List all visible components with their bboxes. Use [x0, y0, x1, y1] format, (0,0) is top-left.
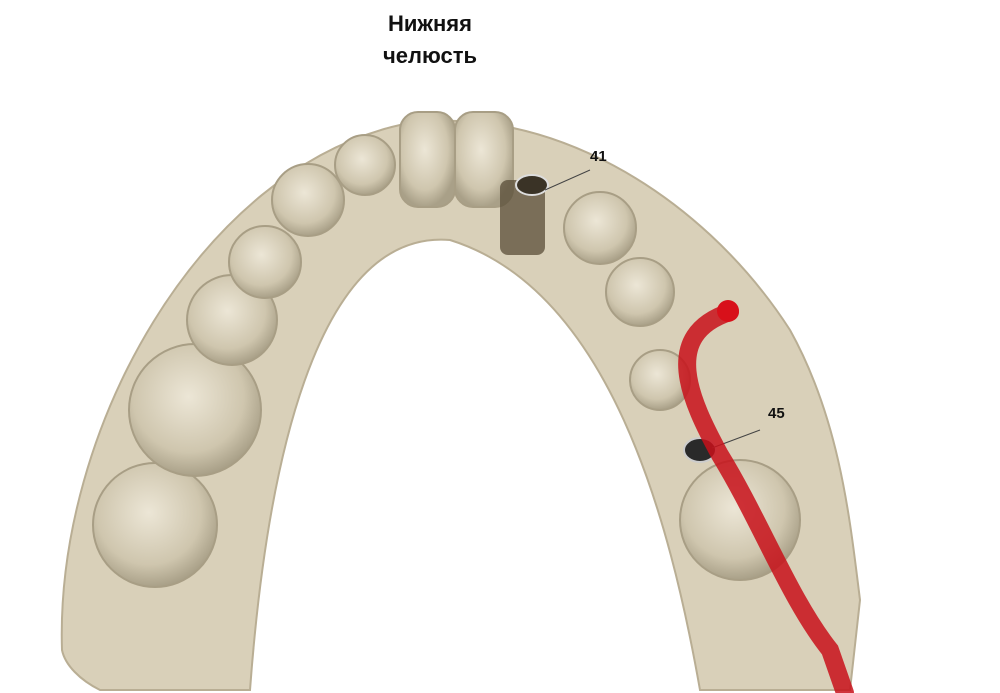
- title-line-2: челюсть: [382, 43, 477, 68]
- nerve-canal: [678, 303, 854, 693]
- implant-45-label: 45: [768, 405, 785, 422]
- implant-41-label: 41: [590, 148, 607, 165]
- nerve-canal-end: [717, 300, 739, 322]
- implant-41: [500, 169, 591, 255]
- teeth: [92, 111, 801, 588]
- title-line-1: Нижняя: [388, 11, 472, 36]
- jaw-title: Нижняя челюсть: [330, 8, 530, 72]
